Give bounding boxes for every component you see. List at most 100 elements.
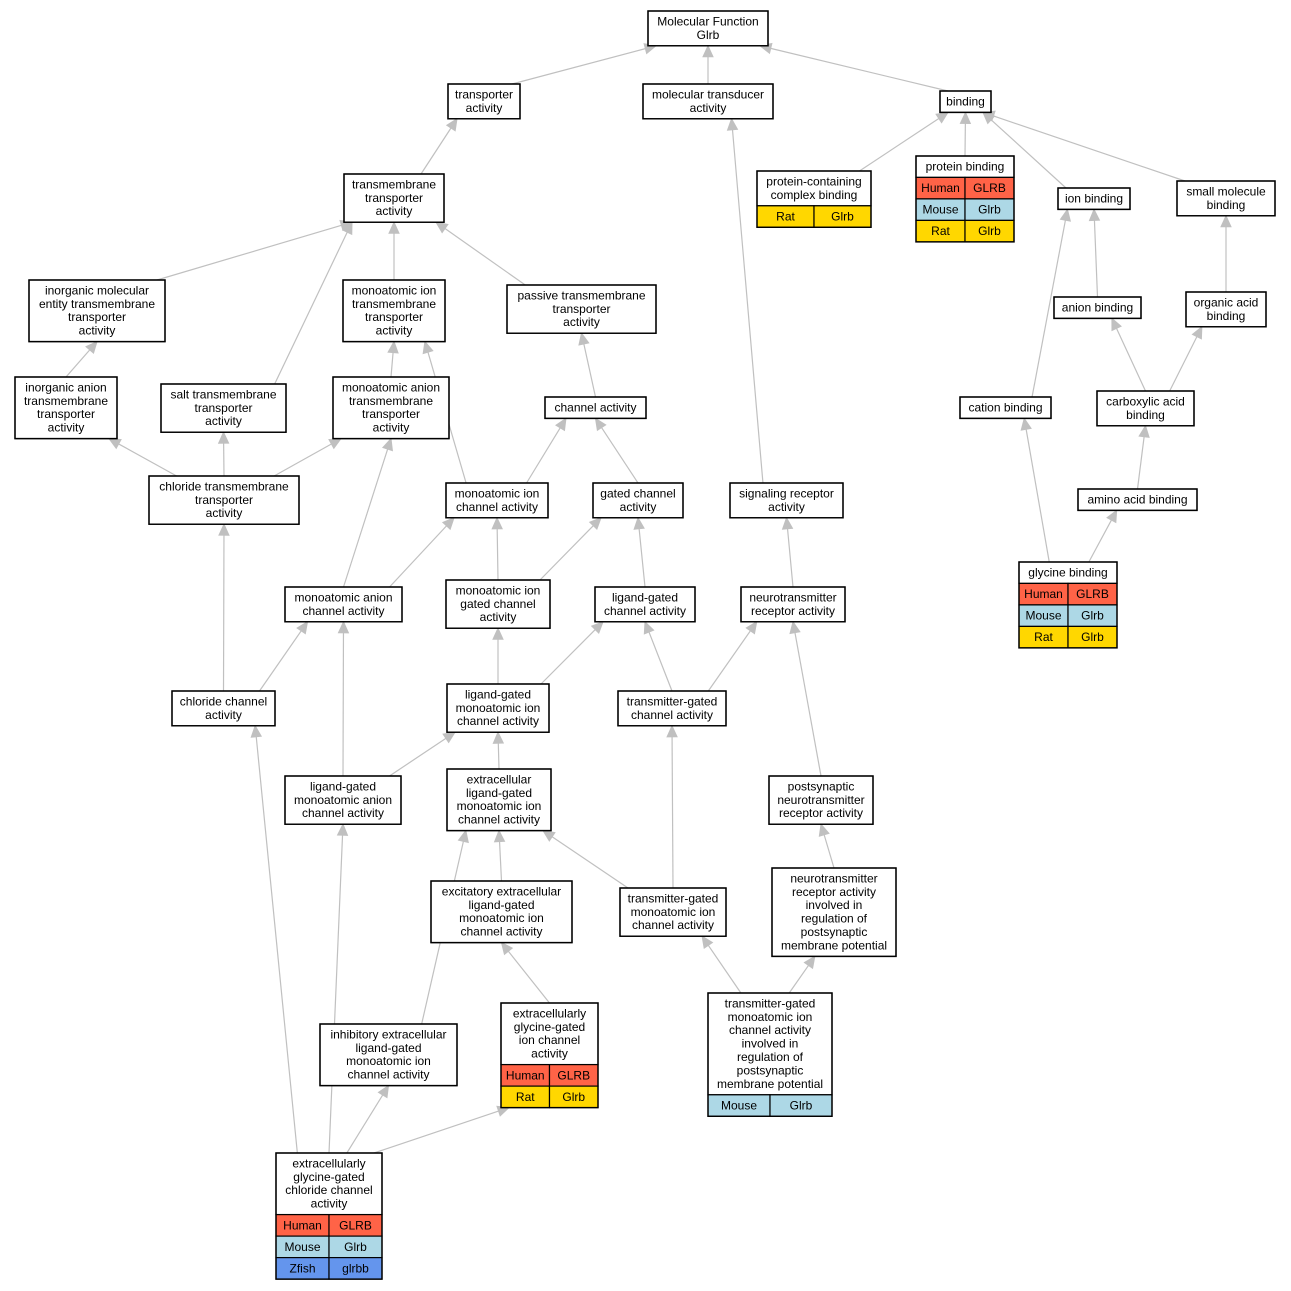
term-label-line: activity	[48, 421, 85, 435]
go-term-node[interactable]: inhibitory extracellularligand-gatedmono…	[319, 1023, 458, 1087]
node-outline	[642, 83, 774, 120]
gene-label: GLRB	[557, 1068, 590, 1082]
node-outline	[768, 775, 874, 825]
edge-line	[342, 448, 389, 588]
edge-line	[511, 48, 646, 85]
term-label-line: channel activity	[302, 604, 384, 618]
term-label-line: extracellularly	[292, 1156, 365, 1170]
edge-arrowhead	[555, 417, 567, 432]
edge-arrowhead	[457, 829, 469, 844]
edge-arrowhead	[803, 955, 816, 970]
term-label-line: monoatomic ion	[455, 486, 540, 500]
edge-arrowhead	[578, 332, 590, 346]
edge-line	[1093, 220, 1099, 298]
term-label-line: extracellular	[467, 772, 532, 786]
term-label-line: activity	[620, 500, 657, 514]
edge-arrowhead	[818, 823, 830, 837]
go-term-node[interactable]: anion binding	[1053, 296, 1142, 320]
term-label-line: chloride transmembrane	[159, 479, 289, 493]
term-label-line: transmitter-gated	[627, 694, 718, 708]
term-box	[740, 586, 846, 623]
term-label-line: neurotransmitter	[749, 590, 836, 604]
node-outline	[1077, 488, 1198, 512]
edge-line	[540, 629, 596, 685]
node-outline	[915, 155, 1015, 243]
term-label-line: ligand-gated	[465, 687, 531, 701]
go-term-node[interactable]: binding	[939, 90, 992, 114]
term-label-line: monoatomic ion	[457, 799, 542, 813]
edge-arrowhead	[588, 516, 602, 531]
term-label-line: channel activity	[554, 400, 636, 414]
term-label-line: regulation of	[801, 912, 868, 926]
edge-arrowhead	[1106, 509, 1118, 524]
go-term-node[interactable]: inorganic aniontransmembranetransportera…	[14, 376, 118, 440]
term-label-line: postsynaptic	[801, 925, 868, 939]
go-term-node[interactable]: ion binding	[1057, 187, 1131, 211]
edge-line	[274, 231, 348, 385]
node-outline	[939, 90, 992, 114]
term-box	[647, 10, 769, 47]
node-outline	[332, 376, 450, 440]
term-label-line: signaling receptor	[739, 486, 834, 500]
go-term-node[interactable]: cation binding	[959, 396, 1052, 420]
term-label-line: transmembrane	[352, 297, 436, 311]
edge-arrowhead	[377, 1084, 390, 1099]
node-outline	[284, 586, 403, 623]
go-term-node[interactable]: monoatomic iontransmembranetransporterac…	[342, 279, 446, 343]
edge-line	[1136, 436, 1145, 490]
edge-arrowhead	[789, 620, 801, 635]
term-label-line: receptor activity	[751, 604, 835, 618]
go-term-node[interactable]: amino acid binding	[1077, 488, 1198, 512]
node-outline	[447, 83, 521, 120]
term-label-line: binding	[1126, 408, 1165, 422]
term-label-line: transporter	[68, 310, 126, 324]
go-term-node[interactable]: channel activity	[544, 396, 647, 420]
go-term-node[interactable]: monoatomic aniontransmembranetransporter…	[332, 376, 450, 440]
edge-arrowhead	[541, 829, 556, 842]
gene-label: Glrb	[978, 203, 1001, 217]
edge-line	[507, 950, 550, 1004]
go-term-node[interactable]: excitatory extracellularligand-gatedmono…	[430, 880, 573, 944]
go-term-node[interactable]: chloride transmembranetransporteractivit…	[148, 475, 300, 525]
term-label-line: activity	[768, 500, 805, 514]
term-label-line: cation binding	[968, 400, 1042, 414]
node-outline	[171, 690, 276, 727]
edge-line	[671, 736, 674, 889]
edge-line	[993, 115, 1186, 182]
term-label-line: monoatomic anion	[294, 793, 392, 807]
term-box	[594, 586, 696, 623]
term-label-line: excitatory extracellular	[442, 884, 561, 898]
node-outline	[1096, 390, 1195, 427]
